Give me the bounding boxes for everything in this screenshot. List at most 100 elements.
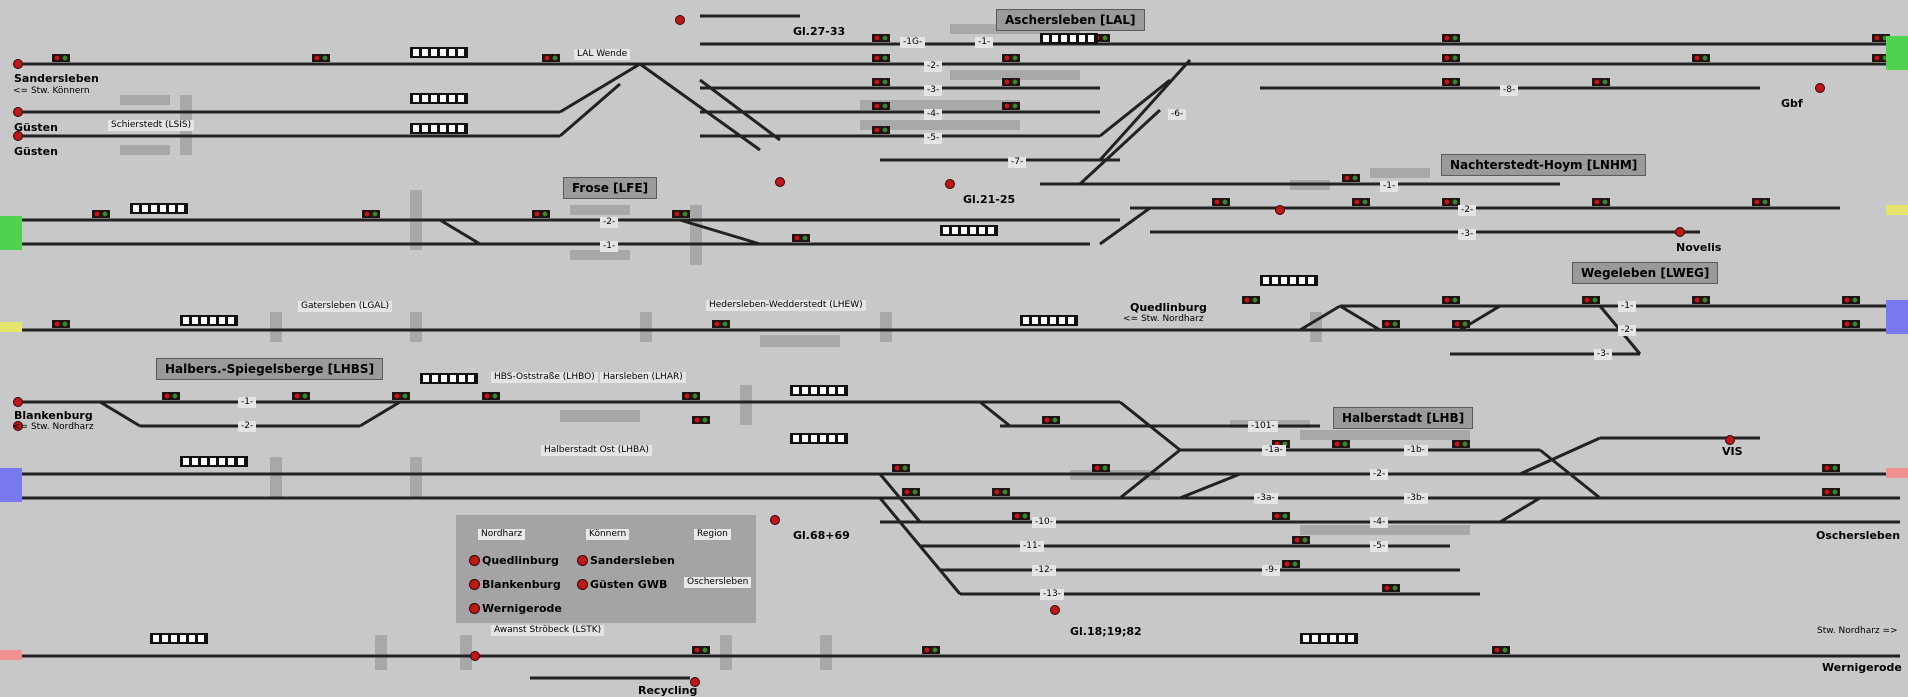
signal-head[interactable] [1452,440,1470,448]
train-number-field[interactable] [940,225,998,236]
station-frose[interactable]: Frose [LFE] [563,177,658,199]
signal-head[interactable] [1272,512,1290,520]
ground-signal-6[interactable] [775,177,785,187]
signal-head[interactable] [1012,512,1030,520]
signal-head[interactable] [872,54,890,62]
edge-connector-nachterstedt-east[interactable] [1886,205,1908,215]
signal-head[interactable] [1092,464,1110,472]
signal-head[interactable] [902,488,920,496]
train-number-field[interactable] [180,315,238,326]
ground-signal-11[interactable] [770,515,780,525]
signal-head[interactable] [162,392,180,400]
ground-signal-16[interactable] [1275,205,1285,215]
edge-connector-gatersleben[interactable] [0,322,22,332]
ground-signal-5[interactable] [675,15,685,25]
signal-head[interactable] [1442,54,1460,62]
train-number-field[interactable] [790,385,848,396]
signal-head[interactable] [1382,320,1400,328]
station-aschersleben[interactable]: Aschersleben [LAL] [996,9,1145,31]
signal-head[interactable] [1442,34,1460,42]
signal-head[interactable] [892,464,910,472]
edge-connector-oschersleben-east[interactable] [1886,468,1908,478]
signal-head[interactable] [1272,440,1290,448]
train-number-field[interactable] [410,93,468,104]
signal-head[interactable] [1002,102,1020,110]
signal-head[interactable] [1592,198,1610,206]
signal-head[interactable] [1582,296,1600,304]
signal-head[interactable] [692,646,710,654]
edge-connector-sandersleben[interactable] [1886,36,1908,70]
signal-head[interactable] [1752,198,1770,206]
station-nachterstedt[interactable]: Nachterstedt-Hoym [LNHM] [1441,154,1647,176]
ground-signal-12[interactable] [1050,605,1060,615]
signal-head[interactable] [542,54,560,62]
signal-head[interactable] [312,54,330,62]
edge-connector-stroebeck-west[interactable] [0,650,22,660]
signal-head[interactable] [1442,296,1460,304]
signal-head[interactable] [482,392,500,400]
signal-head[interactable] [1382,584,1400,592]
train-number-field[interactable] [130,203,188,214]
ground-signal-13[interactable] [690,677,700,687]
signal-head[interactable] [1592,78,1610,86]
signal-head[interactable] [872,126,890,134]
signal-head[interactable] [52,54,70,62]
signal-head[interactable] [1092,34,1110,42]
panel-button-wernigerode[interactable] [469,603,480,614]
signal-head[interactable] [872,78,890,86]
signal-head[interactable] [1292,536,1310,544]
edge-connector-wegeleben-east[interactable] [1886,300,1908,334]
ground-signal-14[interactable] [470,651,480,661]
signal-head[interactable] [1042,416,1060,424]
signal-head[interactable] [672,210,690,218]
signal-head[interactable] [1282,560,1300,568]
signal-head[interactable] [1442,198,1460,206]
signal-head[interactable] [922,646,940,654]
signal-head[interactable] [1842,296,1860,304]
signal-head[interactable] [992,488,1010,496]
train-number-field[interactable] [420,373,478,384]
signal-head[interactable] [92,210,110,218]
station-halberstadt-spiegelsberge[interactable]: Halbers.-Spiegelsberge [LHBS] [156,358,384,380]
signal-head[interactable] [1342,174,1360,182]
signal-head[interactable] [1822,464,1840,472]
panel-button-guesten-gwb[interactable] [577,579,588,590]
panel-button-blankenburg[interactable] [469,579,480,590]
panel-button-sandersleben[interactable] [577,555,588,566]
signal-head[interactable] [1212,198,1230,206]
ground-signal-9[interactable] [1675,227,1685,237]
signal-head[interactable] [392,392,410,400]
signal-head[interactable] [1332,440,1350,448]
signal-head[interactable] [692,416,710,424]
signal-head[interactable] [1872,34,1890,42]
signal-head[interactable] [1002,54,1020,62]
train-number-field[interactable] [410,123,468,134]
ground-signal-1[interactable] [13,107,23,117]
train-number-field[interactable] [1300,633,1358,644]
ground-signal-3[interactable] [13,397,23,407]
signal-head[interactable] [712,320,730,328]
station-wegeleben[interactable]: Wegeleben [LWEG] [1572,262,1719,284]
signal-head[interactable] [1442,78,1460,86]
train-number-field[interactable] [180,456,238,467]
ground-signal-8[interactable] [1815,83,1825,93]
signal-head[interactable] [292,392,310,400]
signal-head[interactable] [532,210,550,218]
signal-head[interactable] [1822,488,1840,496]
signal-head[interactable] [1352,198,1370,206]
train-number-field[interactable] [1260,275,1318,286]
signal-head[interactable] [52,320,70,328]
signal-head[interactable] [682,392,700,400]
train-number-field[interactable] [1020,315,1078,326]
signal-head[interactable] [792,234,810,242]
signal-head[interactable] [1242,296,1260,304]
ground-signal-2[interactable] [13,131,23,141]
train-number-field[interactable] [790,433,848,444]
ground-signal-4[interactable] [13,421,23,431]
signal-head[interactable] [872,102,890,110]
signal-head[interactable] [1842,320,1860,328]
signal-head[interactable] [1872,54,1890,62]
signal-head[interactable] [1692,296,1710,304]
signal-head[interactable] [1692,54,1710,62]
edge-connector-frose-west[interactable] [0,216,22,250]
